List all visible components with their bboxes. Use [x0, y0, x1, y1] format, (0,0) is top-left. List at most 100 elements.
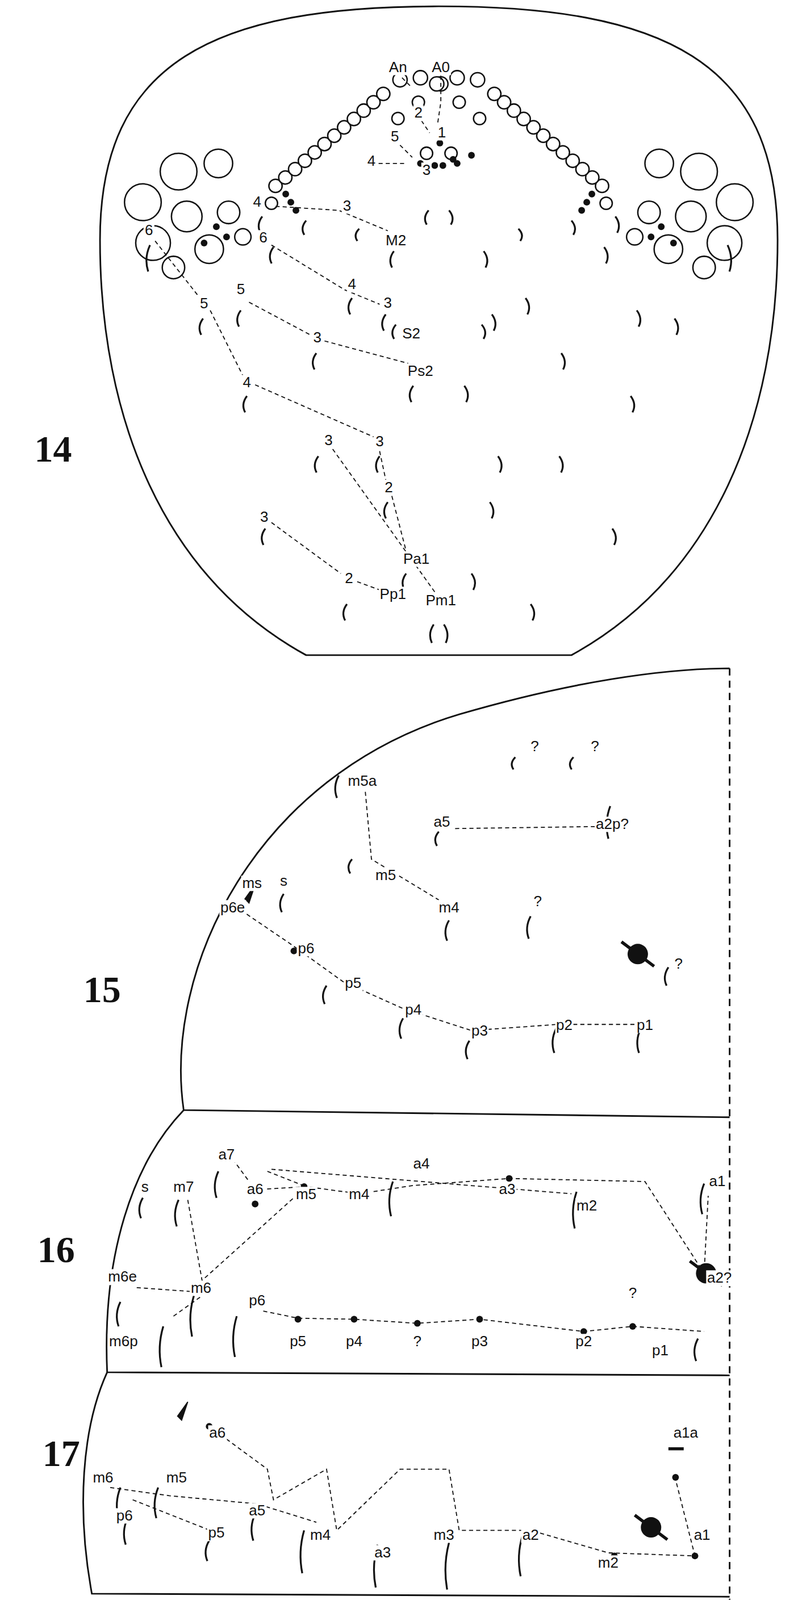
- seta: [530, 604, 534, 621]
- seta-label: ?: [532, 894, 543, 910]
- seta-label: 4: [366, 153, 377, 169]
- pseudopore-disc: [640, 1517, 662, 1539]
- seta-label: p2: [554, 1017, 574, 1034]
- ocular-circle: [654, 235, 683, 264]
- seta: [399, 1018, 403, 1039]
- seta: [343, 604, 348, 621]
- seta: [664, 967, 668, 986]
- pseudopore-disc: [627, 943, 649, 965]
- seta: [312, 353, 317, 370]
- seta-label: p4: [403, 1002, 423, 1018]
- seta-label: a1: [708, 1173, 728, 1190]
- ocular-circle: [391, 112, 405, 125]
- seta-label: p3: [470, 1334, 490, 1350]
- head-outline: [99, 6, 778, 656]
- thorax-segment-outline: [106, 1110, 730, 1376]
- ocular-circle: [265, 197, 278, 210]
- seta: [636, 310, 641, 328]
- thorax-segment-outline: [181, 668, 730, 1118]
- seta: [604, 247, 608, 264]
- seta: [527, 916, 531, 940]
- seta: [471, 573, 475, 591]
- homology-line: [240, 910, 637, 1031]
- seta-label: Pa1: [402, 551, 431, 567]
- seta-socket: [294, 1316, 302, 1324]
- seta: [335, 775, 339, 799]
- seta-label: ?: [589, 739, 600, 755]
- ocular-circle: [413, 70, 428, 85]
- seta-label: p5: [288, 1334, 308, 1350]
- seta: [375, 456, 380, 474]
- seta: [498, 456, 502, 474]
- figure-number: 16: [36, 1230, 77, 1270]
- seta-label: p1: [650, 1343, 670, 1359]
- homology-line: [379, 451, 386, 480]
- seta-label: 2: [383, 479, 394, 496]
- seta-socket: [578, 207, 586, 215]
- homology-line: [248, 302, 311, 335]
- seta-socket: [287, 198, 295, 206]
- seta: [139, 1198, 143, 1219]
- seta: [465, 1041, 470, 1060]
- seta: [390, 251, 394, 268]
- seta-socket: [657, 223, 665, 231]
- ocular-circle: [160, 153, 198, 191]
- homology-line: [209, 1426, 695, 1557]
- ocular-circle: [124, 184, 162, 221]
- seta-label: ?: [529, 739, 540, 755]
- thorax-segment-outline: [83, 1372, 730, 1598]
- seta: [117, 1302, 121, 1327]
- pseudopore-bar: [621, 942, 654, 967]
- seta: [511, 757, 516, 771]
- seta: [561, 353, 565, 370]
- homology-line: [173, 1296, 202, 1317]
- seta: [237, 310, 241, 328]
- ocular-circle: [707, 225, 742, 261]
- homology-line: [324, 340, 408, 364]
- homology-line: [437, 75, 441, 123]
- seta-label: a2: [521, 1527, 541, 1544]
- seta: [146, 245, 150, 273]
- ocular-circle: [637, 201, 661, 224]
- seta-label: ?: [412, 1334, 423, 1350]
- seta-label: s: [140, 1180, 150, 1196]
- seta-socket: [436, 139, 444, 147]
- seta-label: a3: [497, 1181, 517, 1198]
- homology-line: [391, 496, 407, 552]
- seta-label: 3: [421, 162, 432, 178]
- homology-line: [421, 120, 430, 133]
- seta-label: s: [278, 874, 289, 890]
- ocular-circle: [429, 76, 444, 91]
- seta-label: a6: [245, 1181, 265, 1198]
- seta-label: An: [387, 59, 409, 75]
- seta-socket: [583, 198, 591, 206]
- seta-socket: [588, 190, 596, 198]
- ocular-circle: [473, 112, 487, 125]
- homology-line: [132, 1500, 211, 1532]
- seta: [444, 624, 448, 643]
- seta-label: a4: [412, 1156, 432, 1172]
- seta: [727, 245, 731, 273]
- seta-label: a2p?: [594, 816, 630, 833]
- seta: [383, 502, 388, 519]
- ocular-circle: [716, 184, 754, 221]
- pseudopore: [621, 942, 654, 967]
- ocular-circle: [644, 149, 674, 178]
- seta: [302, 220, 307, 235]
- seta: [348, 298, 353, 315]
- seta: [571, 220, 575, 235]
- seta: [199, 318, 203, 336]
- seta-label: 1: [436, 124, 447, 141]
- seta-label: m5: [165, 1471, 188, 1487]
- seta: [232, 1316, 237, 1358]
- seta-label: m4: [347, 1187, 371, 1203]
- ocular-circle: [470, 72, 485, 87]
- seta-label: 3: [341, 198, 353, 214]
- seta-label: p1: [635, 1017, 655, 1034]
- seta-label: m4: [437, 900, 461, 916]
- ocular-circle: [599, 197, 613, 210]
- seta: [389, 1181, 393, 1217]
- seta-socket: [449, 156, 457, 164]
- seta-label: p2: [574, 1334, 593, 1350]
